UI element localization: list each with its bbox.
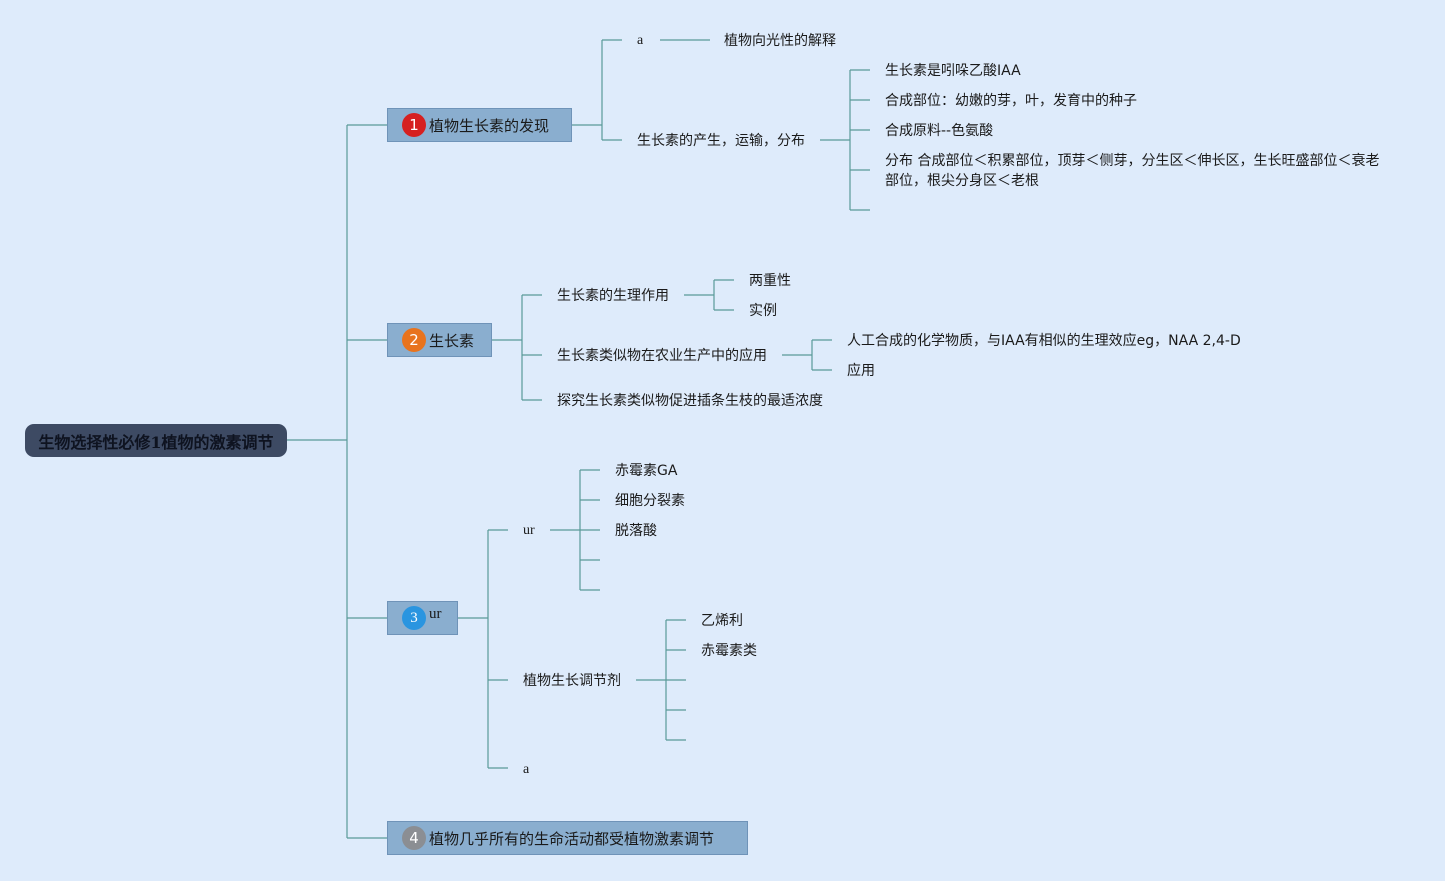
b1-c1[interactable]: a (637, 33, 644, 48)
branch-4[interactable]: 4 植物几乎所有的生命活动都受植物激素调节 (387, 821, 748, 855)
b2-c2-g2[interactable]: 应用 (847, 363, 875, 379)
b2-c2[interactable]: 生长素类似物在农业生产中的应用 (557, 348, 767, 364)
badge-3: 3 (402, 606, 426, 630)
branch-1-label: 植物生长素的发现 (429, 116, 550, 135)
badge-1-number: 1 (409, 116, 419, 134)
b3-c1-g1[interactable]: 赤霉素GA (615, 463, 678, 479)
b3-c2-g2[interactable]: 赤霉素类 (701, 643, 757, 659)
badge-2-number: 2 (409, 331, 419, 349)
b1-c2-g3[interactable]: 合成原料--色氨酸 (885, 123, 994, 139)
b3-c2[interactable]: 植物生长调节剂 (523, 673, 621, 689)
root-topic[interactable]: 生物选择性必修1植物的激素调节 (25, 424, 287, 457)
b3-c2-g1[interactable]: 乙烯利 (701, 613, 743, 629)
b1-c1-g1[interactable]: 植物向光性的解释 (724, 33, 836, 49)
badge-3-number: 3 (410, 609, 418, 626)
root-label: 生物选择性必修1植物的激素调节 (38, 432, 274, 452)
branch-2[interactable]: 2 生长素 (387, 323, 492, 357)
b3-c1-g2[interactable]: 细胞分裂素 (615, 493, 685, 509)
b1-c2-g2[interactable]: 合成部位：幼嫩的芽，叶，发育中的种子 (885, 93, 1137, 109)
b1-c2-g4[interactable]: 分布 合成部位＜积累部位，顶芽＜侧芽，分生区＜伸长区，生长旺盛部位＜衰老部位，根… (885, 153, 1380, 189)
badge-4: 4 (402, 826, 426, 850)
b3-c3[interactable]: a (523, 762, 530, 777)
badge-4-number: 4 (409, 829, 419, 847)
b2-c1-g2[interactable]: 实例 (749, 303, 777, 319)
b2-c1[interactable]: 生长素的生理作用 (557, 288, 669, 304)
b2-c3[interactable]: 探究生长素类似物促进插条生枝的最适浓度 (557, 393, 823, 409)
branch-4-label: 植物几乎所有的生命活动都受植物激素调节 (429, 829, 715, 848)
b1-c2-g1[interactable]: 生长素是吲哚乙酸IAA (885, 63, 1021, 79)
b1-c2[interactable]: 生长素的产生，运输，分布 (637, 133, 805, 149)
branch-1[interactable]: 1 植物生长素的发现 (387, 108, 572, 142)
badge-1: 1 (402, 113, 426, 137)
branch-3[interactable]: 3 ur (387, 601, 458, 635)
b2-c1-g1[interactable]: 两重性 (749, 273, 791, 289)
branch-2-label: 生长素 (429, 331, 475, 350)
b3-c1[interactable]: ur (523, 523, 535, 538)
badge-2: 2 (402, 328, 426, 352)
branch-3-label: ur (429, 605, 442, 622)
b2-c2-g1[interactable]: 人工合成的化学物质，与IAA有相似的生理效应eg，NAA 2,4-D (847, 333, 1241, 349)
b3-c1-g3[interactable]: 脱落酸 (615, 523, 657, 539)
